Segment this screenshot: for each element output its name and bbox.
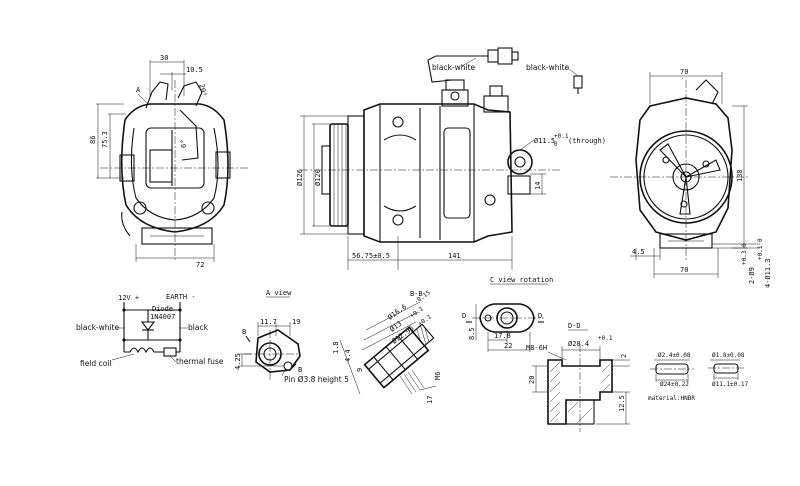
- oring1-dim-b: Ø24±0.22: [660, 381, 689, 388]
- oring-detail-2: Ø1.8±0.08 Ø11.1±0.17: [708, 352, 749, 388]
- wire-label-1: black-white: [432, 63, 476, 72]
- dim-dia-12-95-tol: +0.1: [417, 313, 433, 327]
- dd-section: D-D M8-6H Ø28.4 +0.1 2 20 12.5: [526, 322, 630, 432]
- dim-hole: Ø11.5: [534, 137, 555, 145]
- oring2-dim-b: Ø11.1±0.17: [712, 381, 749, 388]
- dim-4-25: 4.25: [234, 353, 242, 370]
- oring2-dim-a: Ø1.8±0.08: [712, 352, 745, 359]
- dd-thread: M8-6H: [526, 344, 547, 352]
- dim-1-8: 1.8: [332, 341, 340, 354]
- label-diode: Diode: [152, 305, 173, 313]
- dim-70-top: 70: [680, 68, 688, 76]
- dim-hole-tol2: 0: [554, 141, 558, 148]
- c-view: C view rotation D D 8.5 17.8 22: [462, 276, 553, 352]
- dim-14: 14: [534, 182, 542, 190]
- dim-17: 17: [426, 396, 434, 404]
- front-view: black-white Ø11.5 +0.1 0 (through) Ø126 …: [296, 47, 606, 270]
- dim-2-holes: 2-Ø9: [748, 267, 756, 284]
- oring1-material: material:HNBR: [648, 395, 695, 402]
- dim-4-holes: 4-Ø11.3: [764, 258, 772, 288]
- dim-75-3: 75.3: [101, 131, 109, 148]
- dim-10-5: 10.5: [186, 66, 203, 74]
- dim-70-bottom: 70: [680, 266, 688, 274]
- bb-thread: M6: [434, 372, 442, 380]
- dim-dia-126: Ø126: [296, 169, 304, 186]
- dim-20: 20: [528, 376, 536, 384]
- dim-141: 141: [448, 252, 461, 260]
- mark-b-1: B: [242, 328, 246, 336]
- a-view: A view 11.7 19 4.25 B B Pin Ø3.8 height …: [234, 289, 349, 384]
- bb-section: B-B Ø16.6 -0.15 Ø13 +0.1 Ø12.95 +0.1 1.8…: [332, 289, 442, 404]
- dim-dia-28-4: Ø28.4: [568, 340, 589, 348]
- dim-hole-tol: +0.1: [554, 133, 569, 140]
- dim-17-8: 17.8: [494, 332, 511, 340]
- label-12v: 12V +: [118, 294, 139, 302]
- dim-20-deg: 20°: [197, 83, 207, 97]
- dim-dia-120: Ø120: [314, 169, 322, 186]
- dim-4-4: 4.4: [344, 349, 352, 362]
- circuit-diagram: 12V + EARTH - Diode 1N4007 black-white b…: [76, 293, 224, 368]
- connector-detail: black-white: [526, 63, 583, 94]
- dim-hole-note: (through): [568, 137, 606, 145]
- label-black-white: black-white: [76, 323, 120, 332]
- label-field-coil: field coil: [80, 359, 111, 368]
- dim-9: 9: [356, 368, 364, 372]
- dim-22: 22: [504, 342, 512, 350]
- c-view-title: C view rotation: [490, 276, 553, 284]
- dim-138: 138: [736, 169, 744, 182]
- dim-72: 72: [196, 261, 204, 269]
- dim-4-5: 4.5: [632, 248, 645, 256]
- dim-19: 19: [292, 318, 300, 326]
- oring1-dim-a: Ø2.4±0.08: [658, 352, 691, 359]
- label-black: black: [188, 323, 209, 332]
- label-thermal-fuse: thermal fuse: [176, 357, 224, 366]
- dim-56-75: 56.75±0.5: [352, 252, 390, 260]
- dim-8-5: 8.5: [468, 327, 476, 340]
- mark-d-1: D: [462, 312, 466, 320]
- mark-b-2: B: [298, 366, 302, 374]
- pin-note: Pin Ø3.8 height 5: [284, 375, 349, 384]
- dim-12-5: 12.5: [618, 395, 626, 412]
- label-earth: EARTH -: [166, 293, 196, 301]
- label-diode-part: 1N4007: [150, 313, 175, 321]
- dim-11-7: 11.7: [260, 318, 277, 326]
- a-view-title: A view: [266, 289, 292, 297]
- mark-d-2: D: [538, 312, 542, 320]
- right-end-view: 70 138 4.5 70 2-Ø9 +0.3 0 4-Ø11.3 +0.1 0: [610, 68, 772, 288]
- dim-30: 30: [160, 54, 168, 62]
- mark-a: A: [136, 86, 141, 94]
- dim-2: 2: [620, 354, 628, 358]
- dim-2-holes-tol: +0.3 0: [741, 243, 748, 265]
- dim-dia-28-4-tol: +0.1: [598, 335, 613, 342]
- bb-title: B-B: [410, 290, 423, 298]
- dd-title: D-D: [568, 322, 581, 330]
- wire-label-2: black-white: [526, 63, 570, 72]
- oring-detail-1: Ø2.4±0.08 Ø24±0.22 material:HNBR: [648, 352, 695, 402]
- dim-4-holes-tol: +0.1 0: [757, 238, 764, 260]
- dim-6-deg: 6°: [180, 140, 188, 148]
- left-side-view: 30 10.5 20° A 86 75.3 6° 72: [89, 54, 250, 269]
- dim-86: 86: [89, 136, 97, 144]
